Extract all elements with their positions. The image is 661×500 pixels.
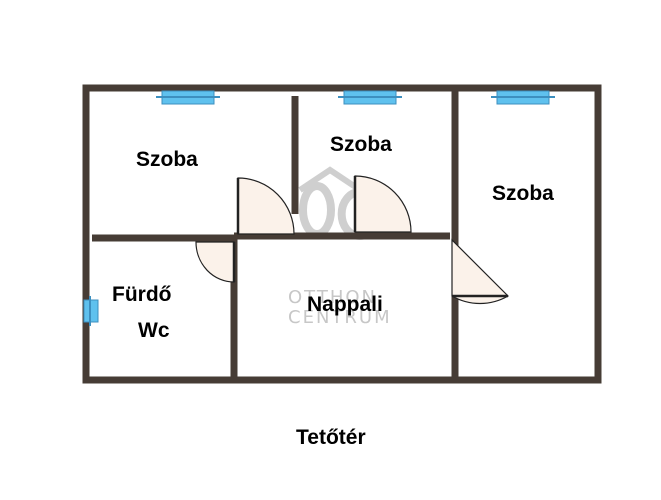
room-label-szoba-middle: Szoba (330, 133, 392, 156)
room-label-nappali: Nappali (307, 293, 383, 316)
door-szoba-middle (353, 175, 412, 233)
room-label-szoba-right: Szoba (492, 182, 554, 205)
door-szoba-left (236, 177, 295, 235)
window-top-right (491, 90, 555, 105)
window-left-bathroom (83, 296, 99, 326)
watermark-line2: CENTRUM (288, 307, 392, 328)
door-furdo (195, 241, 236, 283)
outer-wall (82, 84, 602, 384)
doors (195, 175, 509, 305)
window-top-middle (338, 90, 402, 105)
floor-label: Tetőtér (296, 426, 366, 449)
window-top-left (156, 90, 220, 105)
room-label-szoba-left: Szoba (136, 148, 198, 171)
watermark-text: OTTHON CENTRUM (288, 288, 392, 328)
door-szoba-right (451, 238, 509, 305)
room-label-wc: Wc (138, 319, 170, 342)
windows (83, 90, 555, 326)
room-label-furdo: Fürdő (112, 283, 172, 306)
watermark-line1: OTTHON (288, 287, 378, 308)
